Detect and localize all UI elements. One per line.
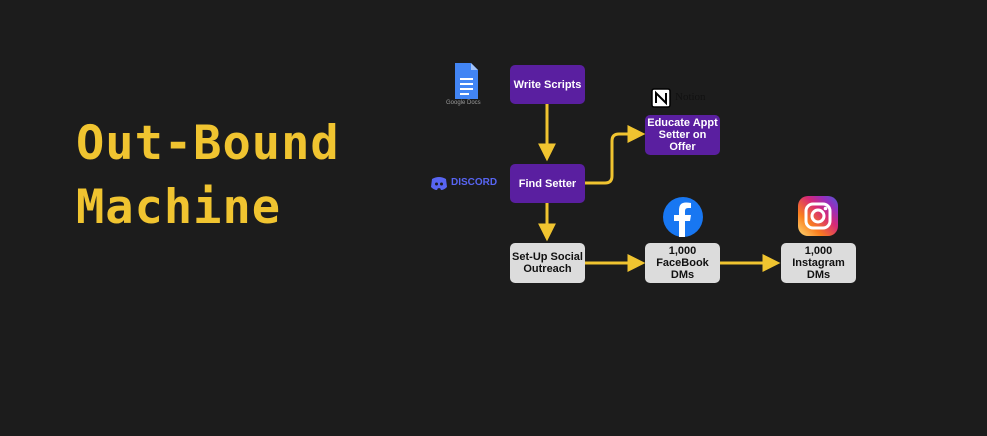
find-setter-node: Find Setter: [510, 164, 585, 203]
discord-icon: [431, 177, 447, 190]
discord-label: DISCORD: [451, 177, 498, 188]
arrow-find-to-educate: [585, 125, 646, 185]
discord-logo: DISCORD: [430, 174, 505, 192]
google-docs-logo: Google Docs: [446, 63, 486, 111]
facebook-icon: [663, 197, 703, 237]
notion-label: Notion: [675, 91, 706, 103]
facebook-dms-node: 1,000 FaceBook DMs: [645, 243, 720, 283]
setup-outreach-node: Set-Up Social Outreach: [510, 243, 585, 283]
instagram-dms-node: 1,000 Instagram DMs: [781, 243, 856, 283]
instagram-icon: [798, 196, 838, 236]
title-line-2: Machine: [76, 180, 282, 235]
google-docs-icon: [455, 63, 478, 99]
notion-logo: Notion: [651, 88, 721, 110]
write-scripts-node: Write Scripts: [510, 65, 585, 104]
notion-icon: [651, 88, 671, 108]
page-title: Out-Bound Machine: [76, 112, 340, 240]
educate-setter-node: Educate Appt Setter on Offer: [645, 115, 720, 155]
title-line-1: Out-Bound: [76, 116, 340, 171]
google-docs-label: Google Docs: [446, 100, 481, 106]
